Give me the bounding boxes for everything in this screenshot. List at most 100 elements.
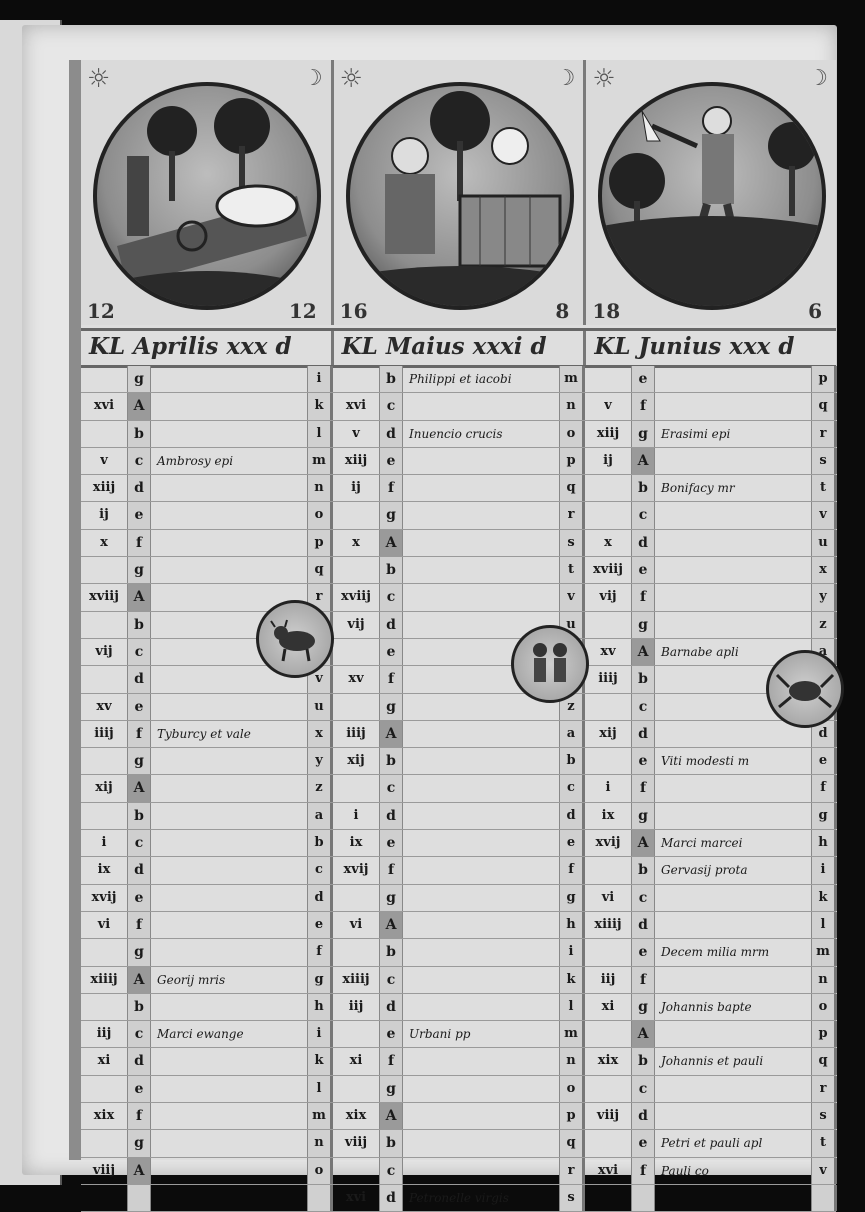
kalendar-letter: u	[812, 529, 837, 557]
dominical-letter: b	[380, 366, 403, 393]
dominical-letter: b	[632, 475, 655, 502]
kalendar-letter: e	[812, 748, 837, 775]
golden-number: xij	[81, 775, 128, 802]
labours-of-months-panel: ☼ ☽ 12 12 ☼ ☽	[81, 60, 837, 325]
feast-name	[655, 529, 812, 557]
dominical-letter: f	[380, 666, 403, 693]
golden-number: iij	[81, 1021, 128, 1048]
golden-number	[81, 1184, 128, 1212]
dominical-letter: e	[380, 638, 403, 666]
kalendar-letter: a	[560, 720, 585, 748]
golden-number: ix	[585, 802, 632, 830]
golden-number	[81, 611, 128, 638]
kalendar-letter: p	[308, 529, 333, 557]
feast-name	[403, 911, 560, 939]
golden-number: xiiij	[585, 911, 632, 939]
kalendar-letter: o	[812, 993, 837, 1021]
golden-number	[333, 638, 380, 666]
dominical-letter: d	[128, 857, 151, 884]
feast-name	[655, 393, 812, 420]
dominical-letter: f	[632, 966, 655, 993]
cancer-crab-icon	[766, 650, 844, 728]
feast-name	[655, 775, 812, 802]
golden-number: xiiij	[333, 966, 380, 993]
solar-number: 16	[339, 299, 368, 323]
month-heading-june: KL Junius xxx d	[594, 333, 795, 360]
feast-name	[403, 939, 560, 966]
day-entry-april	[81, 1184, 333, 1212]
golden-number	[81, 993, 128, 1021]
golden-number: i	[333, 802, 380, 830]
golden-number: xix	[585, 1048, 632, 1075]
bathing-scene-icon	[349, 91, 570, 306]
feast-name	[655, 366, 812, 393]
feast-name	[151, 420, 308, 447]
kalendar-letter: i	[560, 939, 585, 966]
feast-name: Erasimi epi	[655, 420, 812, 447]
golden-number	[585, 502, 632, 529]
kalendar-letter: k	[308, 393, 333, 420]
kalendar-letter: q	[308, 557, 333, 584]
dominical-letter: b	[128, 611, 151, 638]
kalendar-letter: y	[308, 748, 333, 775]
dominical-letter: A	[128, 393, 151, 420]
dominical-letter: b	[632, 857, 655, 884]
golden-number	[585, 366, 632, 393]
kalendar-letter: s	[560, 1184, 585, 1212]
kalendar-letter: q	[560, 1130, 585, 1157]
dominical-letter: c	[632, 884, 655, 911]
feast-name	[655, 611, 812, 638]
feast-name	[655, 502, 812, 529]
solar-number: 12	[87, 299, 115, 323]
dominical-letter: d	[632, 720, 655, 748]
golden-number	[81, 366, 128, 393]
moon-icon: ☽	[555, 66, 576, 91]
sun-icon: ☼	[339, 64, 363, 94]
kalendar-letter: o	[560, 1075, 585, 1103]
feast-name	[403, 693, 560, 720]
solar-number: 18	[592, 299, 621, 323]
dominical-letter: c	[380, 1157, 403, 1184]
kalendar-letter: d	[308, 884, 333, 911]
golden-number: xi	[585, 993, 632, 1021]
feast-name	[151, 775, 308, 802]
golden-number: v	[81, 447, 128, 475]
feast-name: Inuencio crucis	[403, 420, 560, 447]
kalendar-letter: o	[308, 1157, 333, 1184]
day-entry-june	[585, 1184, 837, 1212]
feast-name: Viti modesti m	[655, 748, 812, 775]
dominical-letter: c	[380, 584, 403, 611]
kalendar-letter: t	[812, 475, 837, 502]
ploughing-scene-medallion	[93, 82, 321, 310]
dominical-letter: c	[128, 447, 151, 475]
golden-number: i	[585, 775, 632, 802]
woodcutting-scene-medallion	[598, 82, 827, 310]
kalendar-letter: o	[560, 420, 585, 447]
feast-name: Johannis et pauli	[655, 1048, 812, 1075]
kalendar-letter: n	[560, 393, 585, 420]
dominical-letter: c	[632, 1075, 655, 1103]
dominical-letter: c	[632, 693, 655, 720]
calendar-row: bsvijdugz	[81, 611, 837, 639]
feast-name	[151, 911, 308, 939]
sun-icon: ☼	[87, 64, 111, 94]
kalendar-letter: u	[308, 693, 333, 720]
golden-number: xij	[333, 748, 380, 775]
kalendar-letter: p	[812, 366, 837, 393]
